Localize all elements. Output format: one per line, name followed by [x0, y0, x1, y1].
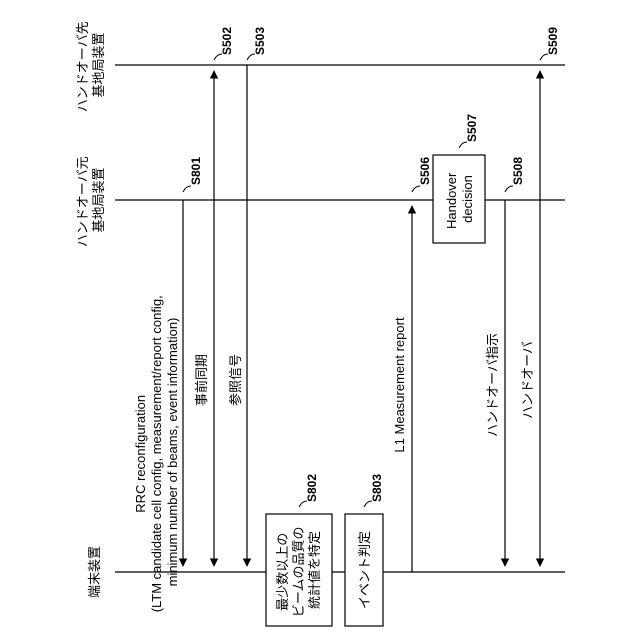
step-s506-label: S506 [418, 157, 432, 185]
ho-command-group: ハンドオーバ指示 [485, 333, 500, 437]
step-s508-label: S508 [511, 157, 525, 185]
handover-group: ハンドオーバ [520, 341, 535, 419]
step-s801-label: S801 [189, 157, 203, 185]
handover-label: ハンドオーバ [520, 341, 535, 419]
target-line1: ハンドオーバ先 [75, 21, 90, 112]
rrc-group: RRC reconfiguration (LTM candidate cell … [133, 292, 180, 613]
box-event-text: イベント判定 [357, 531, 372, 609]
step-s506-group: S506 [418, 157, 432, 185]
step-s502-group: S502 [220, 27, 234, 55]
target-line2: 基地局装置 [91, 32, 106, 97]
l1-report-label: L1 Measurement report [392, 317, 407, 453]
box-event-text-group: イベント判定 [357, 531, 372, 609]
step-s502-label: S502 [220, 27, 234, 55]
step-s507-label: S507 [465, 114, 479, 142]
step-s507-group: S507 [465, 114, 479, 142]
leader-s801 [183, 186, 191, 192]
step-s503-label: S503 [253, 27, 267, 55]
entity-target-bs-group: ハンドオーバ先 基地局装置 [75, 18, 106, 113]
leader-s508 [505, 186, 513, 192]
ho-decision-line1: Handover [444, 172, 459, 229]
entity-source-bs-group: ハンドオーバ元 基地局装置 [75, 153, 106, 248]
step-s802-label: S802 [305, 474, 319, 502]
reference-signal-group: 参照信号 [228, 354, 243, 406]
step-s802-group: S802 [305, 474, 319, 502]
step-s508-group: S508 [511, 157, 525, 185]
source-line1: ハンドオーバ元 [75, 156, 90, 247]
rrc-text-2: (LTM candidate cell config, measurement/… [149, 295, 164, 612]
rrc-text-1: RRC reconfiguration [133, 395, 148, 513]
beam-stats-line1: 最少数以上の [275, 533, 290, 611]
rrc-label: RRC reconfiguration (LTM candidate cell … [133, 292, 180, 613]
ho-decision-line2: decision [460, 175, 475, 223]
entity-terminal: 端末装置 [87, 546, 102, 598]
step-s509-group: S509 [546, 27, 560, 55]
rrc-text-3: minimum number of beams, event informati… [165, 318, 180, 587]
pre-sync-group: 事前同期 [194, 354, 209, 406]
source-line2: 基地局装置 [91, 167, 106, 232]
box-ho-decision-text: Handover decision [444, 169, 475, 229]
step-s803-group: S803 [370, 474, 384, 502]
box-beam-stats-text-group: 最少数以上の ビームの品質の 統計値を特定 [275, 523, 322, 617]
step-s509-label: S509 [546, 27, 560, 55]
leader-s506 [412, 186, 420, 192]
ho-command-label: ハンドオーバ指示 [485, 333, 500, 437]
reference-signal-label: 参照信号 [228, 354, 243, 406]
box-beam-stats-text: 最少数以上の ビームの品質の 統計値を特定 [275, 523, 322, 617]
entity-terminal-group: 端末装置 [87, 546, 102, 598]
beam-stats-line3: 統計値を特定 [307, 531, 322, 609]
step-s801-group: S801 [189, 157, 203, 185]
l1-report-group: L1 Measurement report [392, 317, 407, 453]
entity-target-bs: ハンドオーバ先 基地局装置 [75, 18, 106, 113]
box-handover-decision [433, 155, 485, 243]
pre-sync-label: 事前同期 [194, 354, 209, 406]
entity-source-bs: ハンドオーバ元 基地局装置 [75, 153, 106, 248]
box-ho-decision-text-group: Handover decision [444, 169, 475, 229]
step-s503-group: S503 [253, 27, 267, 55]
beam-stats-line2: ビームの品質の [291, 527, 306, 618]
step-s803-label: S803 [370, 474, 384, 502]
